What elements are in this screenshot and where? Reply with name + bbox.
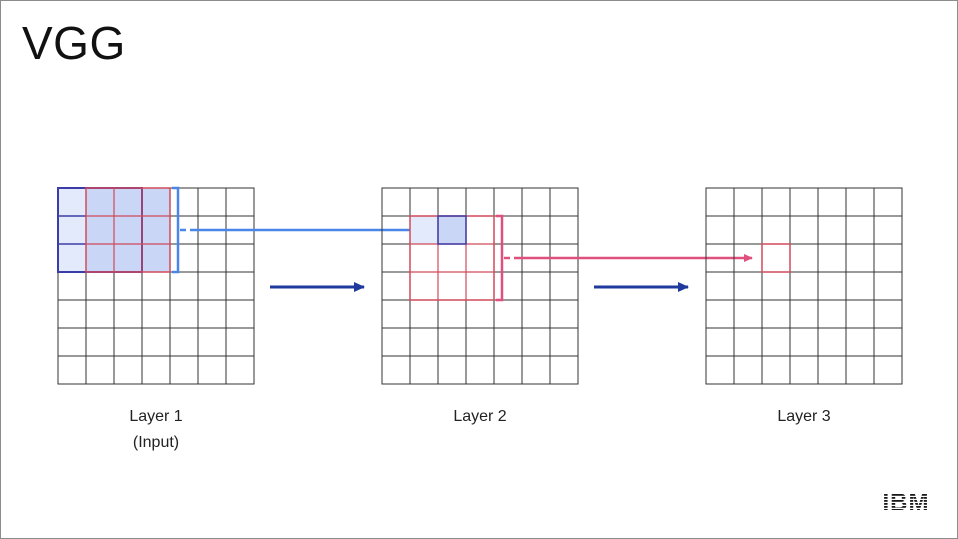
ibm-logo: IBM <box>878 488 934 514</box>
layer-1-region-highlight <box>86 188 170 272</box>
layer-1-kernel-lines-blue <box>58 215 86 245</box>
layer-2-label-block: Layer 2 <box>380 404 580 430</box>
ibm-logo-mark: IBM <box>878 488 934 514</box>
layer-1-cell-highlight <box>58 244 86 272</box>
layer-1-label: Layer 1 <box>129 408 183 425</box>
layer-3-grid-lines <box>705 187 903 385</box>
layer-3-label: Layer 3 <box>777 408 831 425</box>
layer-2-label: Layer 2 <box>453 408 507 425</box>
layer-1-label-block: Layer 1 (Input) <box>56 404 256 456</box>
layer-2-grid <box>381 187 579 385</box>
layer-1-cell-highlight <box>58 188 86 216</box>
slide-title: VGG <box>22 17 126 69</box>
layer-1-kernel-outline-red <box>85 187 171 273</box>
layer-1-kernel-lines-red <box>86 188 170 272</box>
layer-1-sublabel: (Input) <box>132 434 180 451</box>
layer-2-cell-highlight-light <box>410 216 438 244</box>
layer-2-cell-highlight-dark <box>438 216 466 244</box>
layer-1-cell-highlight <box>58 216 86 244</box>
layer-3-grid <box>705 187 903 385</box>
layer-3-target-cell <box>761 243 791 273</box>
layer-1-bracket <box>172 186 180 274</box>
layer-2-bracket <box>496 214 504 302</box>
layer-3-label-block: Layer 3 <box>704 404 904 430</box>
layer-1-grid <box>57 186 255 385</box>
layer-2-target-cell <box>437 215 467 245</box>
